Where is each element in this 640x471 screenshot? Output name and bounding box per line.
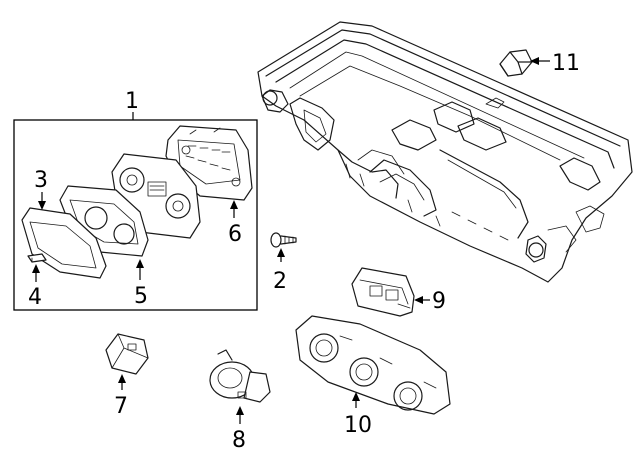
callout-7: 7 bbox=[114, 394, 128, 419]
control-module-icon bbox=[351, 267, 415, 317]
callout-2: 2 bbox=[273, 269, 287, 294]
callout-10: 10 bbox=[344, 413, 372, 438]
clip-icon bbox=[27, 253, 47, 263]
instrument-cluster-group-box bbox=[13, 119, 258, 311]
callout-6: 6 bbox=[228, 222, 242, 247]
switch-icon bbox=[105, 333, 149, 375]
callout-5: 5 bbox=[134, 284, 148, 309]
instrument-panel-icon bbox=[257, 21, 633, 283]
callout-9: 9 bbox=[432, 289, 446, 314]
callout-11: 11 bbox=[552, 51, 580, 76]
screw-icon bbox=[270, 232, 297, 248]
callout-8: 8 bbox=[232, 428, 246, 453]
callout-3: 3 bbox=[34, 168, 48, 193]
callout-1: 1 bbox=[125, 89, 139, 114]
ignition-switch-icon bbox=[209, 349, 271, 403]
callout-4: 4 bbox=[28, 285, 42, 310]
sensor-icon bbox=[499, 49, 533, 77]
climate-control-panel-icon bbox=[295, 315, 451, 415]
